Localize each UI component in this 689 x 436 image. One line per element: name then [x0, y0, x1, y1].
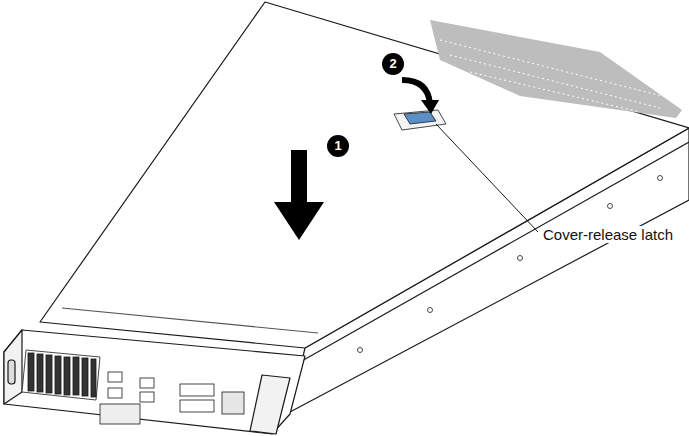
cover-vents — [430, 20, 682, 118]
slide-arrow — [274, 150, 324, 240]
callout-number: 1 — [327, 135, 349, 157]
leader-line — [436, 124, 538, 232]
front-bezel — [4, 330, 305, 434]
top-cover — [40, 2, 689, 348]
right-ear — [250, 375, 290, 434]
vent-holes — [440, 40, 670, 112]
front-handle — [8, 360, 15, 384]
drive-bays — [22, 350, 100, 400]
cover-release-latch — [404, 112, 436, 124]
front-panel-details — [100, 372, 244, 424]
callout-number: 2 — [382, 53, 404, 75]
cover-seam — [62, 308, 318, 333]
part-label: Cover-release latch — [541, 226, 675, 243]
left-ear — [4, 330, 22, 404]
rotate-arrow-head — [421, 100, 439, 114]
